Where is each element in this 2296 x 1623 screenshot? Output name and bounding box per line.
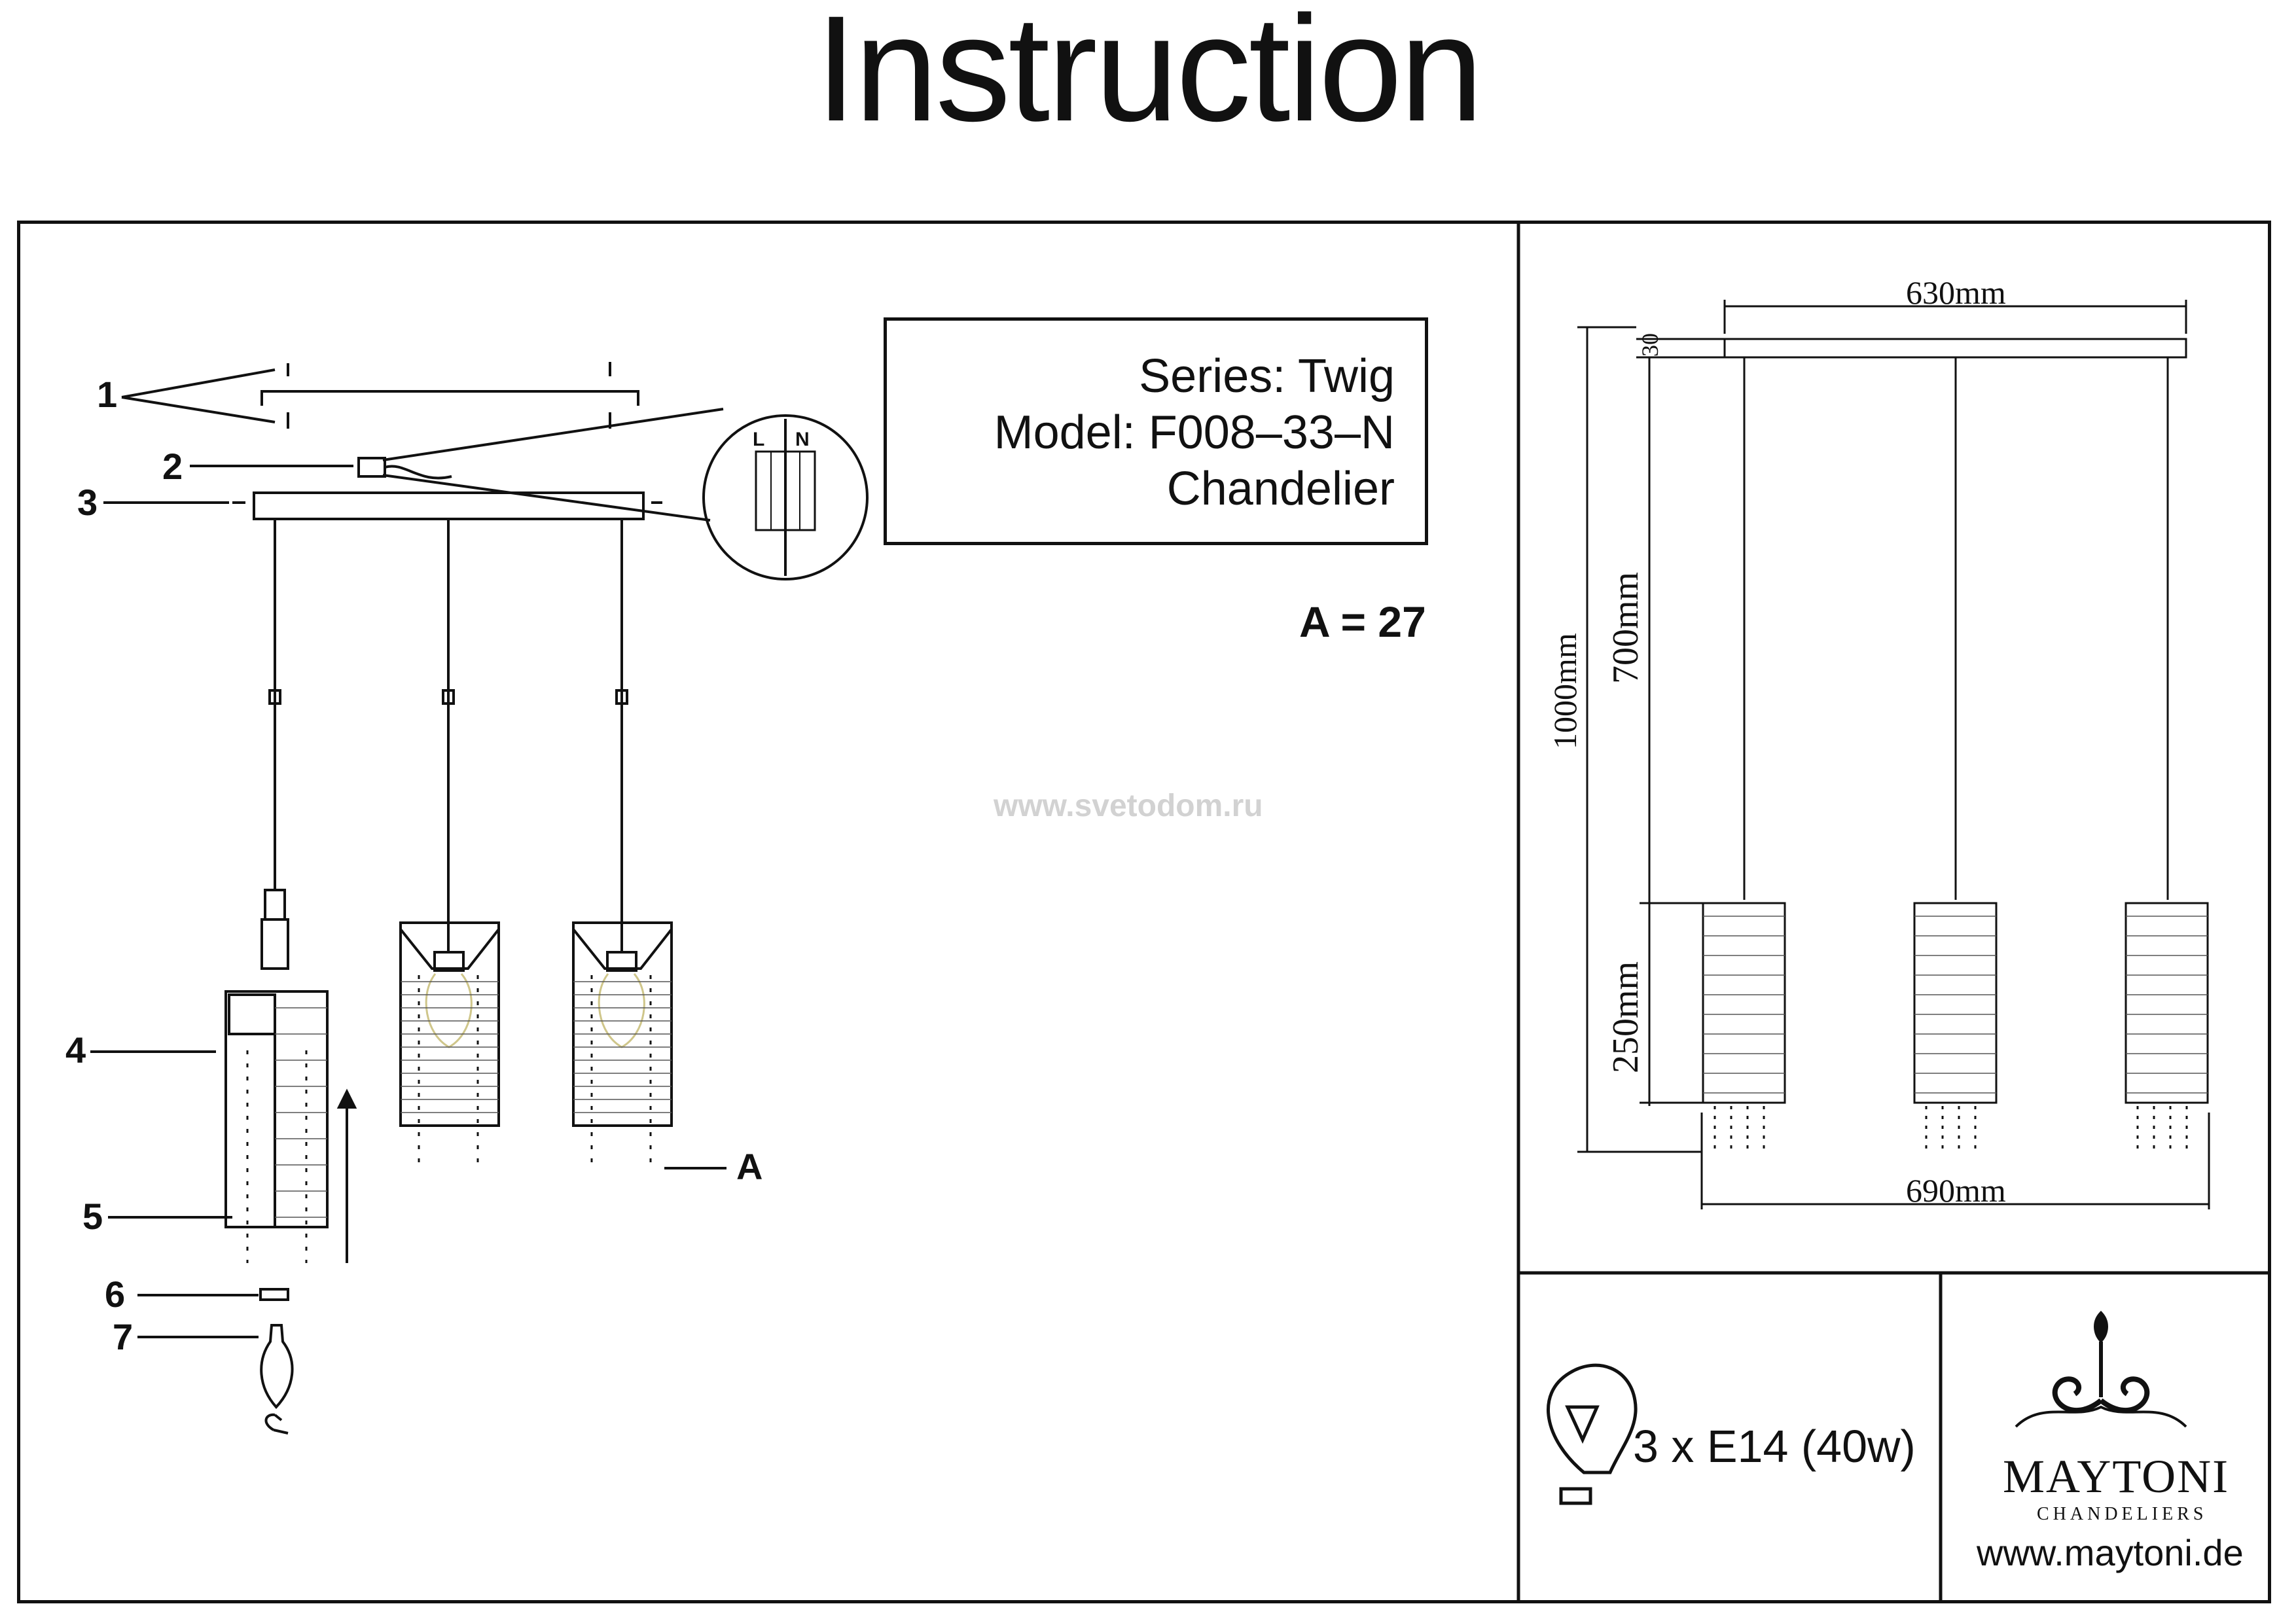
maytoni-logo-icon: [2015, 1310, 2187, 1428]
crystal-count-label: A = 27: [1299, 597, 1426, 646]
callout-4: 4: [65, 1029, 86, 1071]
dim-shade-height: 250mm: [1605, 961, 1646, 1073]
model-label: Model: F008–33–N: [994, 406, 1395, 459]
wire-live-label: L: [753, 429, 765, 450]
callout-7: 7: [113, 1316, 134, 1357]
document-title: Instruction: [815, 0, 1483, 152]
callout-a: A: [736, 1146, 763, 1187]
callout-1: 1: [97, 374, 118, 415]
dim-top-width: 630mm: [1906, 274, 2006, 311]
brand-name: MAYTONI: [2003, 1450, 2230, 1503]
wire-neutral-label: N: [795, 429, 810, 450]
product-type-label: Chandelier: [1166, 463, 1395, 515]
brand-url: www.maytoni.de: [1977, 1532, 2244, 1573]
watermark: www.svetodom.ru: [994, 789, 1263, 823]
series-label: Series: Twig: [1139, 350, 1395, 402]
product-info-box: Series: Twig Model: F008–33–N Chandelier: [884, 317, 1428, 545]
dim-total-height: 1000mm: [1547, 633, 1583, 749]
dim-canopy-height: 30: [1637, 333, 1663, 357]
callout-3: 3: [77, 482, 98, 523]
lamp-spec-label: 3 x E14 (40w): [1633, 1421, 1916, 1472]
dim-rod-length: 700mm: [1605, 571, 1646, 684]
dim-overall-width: 690mm: [1906, 1172, 2006, 1209]
brand-subtitle: CHANDELIERS: [2037, 1504, 2208, 1524]
callout-2: 2: [162, 446, 183, 487]
bulb-icon: [1547, 1363, 1638, 1505]
callout-5: 5: [82, 1196, 103, 1237]
callout-6: 6: [105, 1274, 126, 1315]
instruction-frame: [17, 221, 2271, 1603]
